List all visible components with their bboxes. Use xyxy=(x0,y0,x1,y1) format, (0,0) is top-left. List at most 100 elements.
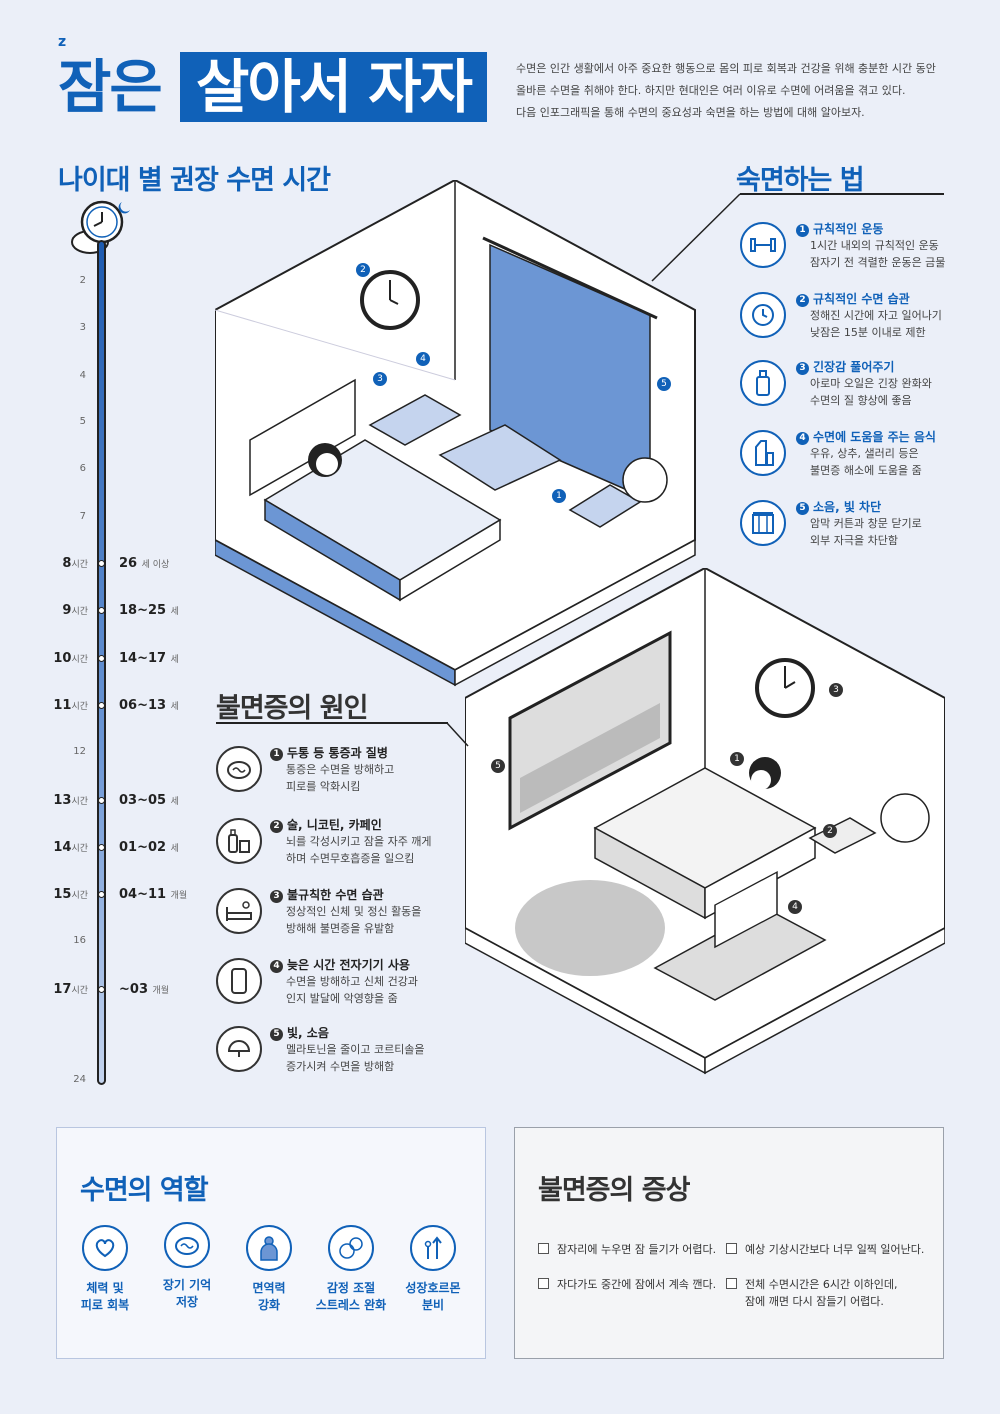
title-plain: 잠은 xyxy=(58,53,163,121)
brain-check-icon xyxy=(164,1222,210,1268)
hours-label: 13시간 xyxy=(53,793,88,808)
age-label: 03~05 세 xyxy=(119,793,179,808)
leader-line xyxy=(651,193,741,282)
symptoms-title: 불면증의 증상 xyxy=(538,1175,690,1206)
timeline-dot xyxy=(98,797,105,804)
hours-label: 15시간 xyxy=(53,887,88,902)
timeline-tick: 16 xyxy=(73,935,86,946)
age-label: 06~13 세 xyxy=(119,698,179,713)
checkbox[interactable] xyxy=(538,1243,549,1254)
emotion-faces-icon xyxy=(328,1225,374,1271)
timeline-tick: 24 xyxy=(73,1074,86,1085)
timeline-tick: 7 xyxy=(79,511,86,522)
room-callout: 5 xyxy=(491,759,505,773)
brain-pain-icon xyxy=(216,746,262,792)
room-callout: 2 xyxy=(823,824,837,838)
room-callout: 3 xyxy=(373,372,387,386)
hours-label: 11시간 xyxy=(53,698,88,713)
timeline-bar xyxy=(97,240,106,1085)
age-label: 18~25 세 xyxy=(119,603,179,618)
title-boxed: 살아서 자자 xyxy=(180,52,487,122)
age-label: ~03 개월 xyxy=(119,982,170,997)
intro-line: 다음 인포그래픽을 통해 수면의 중요성과 숙면을 하는 방법에 대해 알아보자… xyxy=(516,106,865,119)
room-callout: 4 xyxy=(416,352,430,366)
timeline-tick: 3 xyxy=(79,322,86,333)
age-label: 04~11 개월 xyxy=(119,887,188,902)
timeline-tick: 12 xyxy=(73,746,86,757)
age-label: 14~17 세 xyxy=(119,651,179,666)
good-sleep-title: 숙면하는 법 xyxy=(736,165,865,196)
sleep-z-icon: z xyxy=(58,34,67,50)
leader-line xyxy=(446,722,469,747)
clock-rotate-icon xyxy=(740,292,786,338)
aroma-oil-icon xyxy=(740,360,786,406)
good-sleep-rule xyxy=(740,193,944,195)
timeline-tick: 2 xyxy=(79,275,86,286)
timeline-dot xyxy=(98,560,105,567)
hours-label: 10시간 xyxy=(53,651,88,666)
hours-label: 9시간 xyxy=(62,603,88,618)
checkbox[interactable] xyxy=(538,1278,549,1289)
milk-icon xyxy=(740,430,786,476)
room-callout: 3 xyxy=(829,683,843,697)
timeline-dot xyxy=(98,986,105,993)
age-label: 26 세 이상 xyxy=(119,556,170,571)
timeline-dot xyxy=(98,844,105,851)
immune-person-icon xyxy=(246,1225,292,1271)
phone-icon xyxy=(216,958,262,1004)
checkbox[interactable] xyxy=(726,1278,737,1289)
timeline-tick: 5 xyxy=(79,416,86,427)
intro-text: 수면은 인간 생활에서 아주 중요한 행동으로 몸의 피로 회복과 건강을 위해… xyxy=(516,58,956,124)
timeline-title: 나이대 별 권장 수면 시간 xyxy=(58,165,331,196)
room-callout: 5 xyxy=(657,377,671,391)
insomnia-room-illustration xyxy=(465,568,945,1075)
timeline-dot xyxy=(98,655,105,662)
room-callout: 1 xyxy=(552,489,566,503)
insomnia-causes-rule xyxy=(216,722,448,724)
timeline-dot xyxy=(98,891,105,898)
timeline-tick: 6 xyxy=(79,463,86,474)
symptom-item: 전체 수면시간은 6시간 이하인데,잠에 깨면 다시 잠들기 어렵다. xyxy=(726,1276,898,1310)
timeline-dot xyxy=(98,607,105,614)
drink-icon xyxy=(216,818,262,864)
room-callout: 1 xyxy=(730,752,744,766)
insomnia-causes-title: 불면증의 원인 xyxy=(216,693,368,724)
heart-recovery-icon xyxy=(82,1225,128,1271)
hours-label: 14시간 xyxy=(53,840,88,855)
intro-line: 올바른 수면을 취해야 한다. 하지만 현대인은 여러 이유로 수면에 어려움을… xyxy=(516,84,906,97)
room-callout: 2 xyxy=(356,263,370,277)
bedroom-illustration xyxy=(215,180,696,687)
lamp-icon xyxy=(216,1026,262,1072)
roles-title: 수면의 역할 xyxy=(80,1175,209,1206)
hours-label: 8시간 xyxy=(62,556,88,571)
age-label: 01~02 세 xyxy=(119,840,179,855)
growth-arrow-icon xyxy=(410,1225,456,1271)
symptom-item: 잠자리에 누우면 잠 들기가 어렵다. xyxy=(538,1241,716,1258)
curtain-icon xyxy=(740,500,786,546)
timeline-dot xyxy=(98,702,105,709)
checkbox[interactable] xyxy=(726,1243,737,1254)
symptom-item: 자다가도 중간에 잠에서 계속 깬다. xyxy=(538,1276,716,1293)
bed-sun-icon xyxy=(216,888,262,934)
dumbbell-icon xyxy=(740,222,786,268)
symptom-item: 예상 기상시간보다 너무 일찍 일어난다. xyxy=(726,1241,924,1258)
room-callout: 4 xyxy=(788,900,802,914)
intro-line: 수면은 인간 생활에서 아주 중요한 행동으로 몸의 피로 회복과 건강을 위해… xyxy=(516,62,936,75)
timeline-tick: 4 xyxy=(79,370,86,381)
hours-label: 17시간 xyxy=(53,982,88,997)
